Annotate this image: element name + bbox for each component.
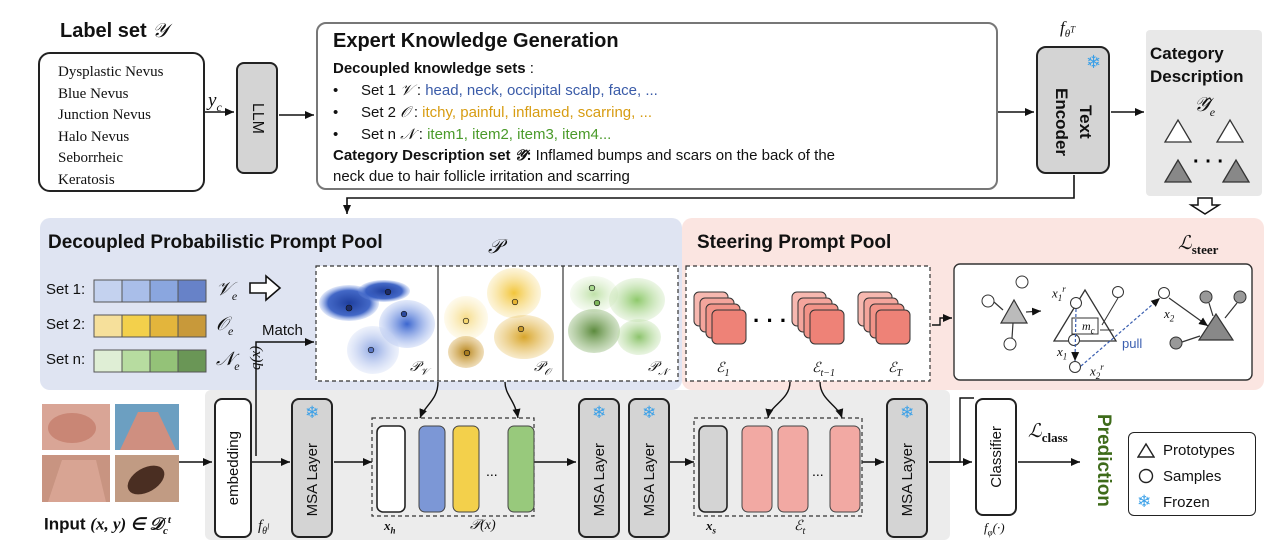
steer-pool-title: Steering Prompt Pool: [697, 232, 892, 253]
set-row-n: •Set n 𝒩 : item1, item2, item3, item4...: [333, 126, 612, 143]
xs-label: xs: [706, 518, 717, 536]
po-label: 𝒫𝒪: [534, 360, 551, 378]
svg-text:· · ·: · · ·: [753, 308, 787, 333]
pn-label: 𝒫𝒩: [648, 360, 668, 378]
msa-label: MSA Layer: [303, 443, 321, 517]
text-encoder-box: ❄ Encoder Text: [1036, 46, 1110, 174]
x2r-label: x2r: [1090, 362, 1104, 381]
P-label: 𝒫: [488, 236, 503, 258]
pv-label: 𝒫𝒱: [410, 360, 429, 378]
yc-label: yc: [208, 90, 222, 114]
et1-stack: [791, 291, 845, 345]
px-label: 𝒫(x): [470, 518, 496, 533]
msa-layer-1: ❄ MSA Layer: [291, 398, 333, 538]
legend-frozen: ❄ Frozen: [1137, 492, 1210, 511]
category-desc-line2: neck due to hair follicle irritation and…: [333, 168, 630, 185]
ne-label: 𝒩e: [216, 349, 240, 373]
snowflake-icon: ❄: [1137, 492, 1152, 511]
expert-knowledge-box: [316, 22, 998, 190]
classifier-box: Classifier: [975, 398, 1017, 516]
prediction-label: Prediction: [1093, 413, 1114, 507]
frozen-snowflake-icon: ❄: [1086, 52, 1102, 72]
knowledge-sets: •Set 1 𝒱 : head, neck, occipital scalp, …: [333, 80, 658, 146]
text-encoder-f-label: fθT: [1060, 18, 1076, 41]
legend-box: Prototypes Samples ❄ Frozen: [1128, 432, 1256, 516]
set-row-2: •Set 2 𝒪 : itchy, painful, inflamed, sca…: [333, 104, 652, 121]
category-description-title: Category Description: [1150, 44, 1244, 86]
x1-label: x1: [1057, 344, 1068, 362]
x2-label: x2: [1164, 306, 1175, 324]
label-item: Keratosis: [58, 171, 115, 188]
category-desc-line1: Category Description set 𝒴̂: Inflamed bu…: [333, 147, 835, 164]
e1-stack: [693, 291, 747, 345]
embedding-label: embedding: [224, 430, 242, 506]
et-label: ℰt: [794, 519, 806, 537]
label-item: Seborrheic: [58, 150, 123, 166]
class-loss: ℒclass: [1028, 421, 1068, 445]
svg-text:· · ·: · · ·: [1193, 151, 1224, 173]
xh-label: xh: [384, 518, 396, 536]
legend-samples: Samples: [1137, 463, 1255, 489]
svg-text:...: ...: [486, 463, 498, 479]
category-desc-symbol: 𝒴̂e: [1194, 94, 1216, 119]
label-item: Junction Nevus: [58, 107, 151, 123]
frozen-snowflake-icon: ❄: [900, 403, 915, 422]
expert-title: Expert Knowledge Generation: [333, 30, 619, 52]
match-label: Match: [262, 322, 303, 339]
x1r-label: x1r: [1052, 284, 1066, 303]
text-encoder-label: Encoder Text: [1052, 87, 1095, 157]
set-row-1: •Set 1 𝒱 : head, neck, occipital scalp, …: [333, 82, 658, 99]
e1-label: ℰ1: [716, 361, 730, 379]
eT-label: ℰT: [888, 361, 903, 379]
input-label: Input (x, y) ∈ 𝒟ct: [44, 514, 171, 538]
label-set-box: Dysplastic Nevus Blue Nevus Junction Nev…: [38, 52, 205, 192]
ne-boxes: [93, 349, 207, 373]
svg-text:...: ...: [812, 463, 824, 479]
pull-label: pull: [1122, 336, 1143, 351]
label-item: Halo Nevus: [58, 128, 130, 145]
prob-set2-label: Set 2:: [46, 316, 86, 333]
prob-setn-label: Set n:: [46, 351, 86, 368]
msa-layer-2: ❄ MSA Layer: [578, 398, 620, 538]
triangle-icon: [1137, 442, 1155, 458]
frozen-snowflake-icon: ❄: [642, 403, 657, 422]
prob-set1-label: Set 1:: [46, 281, 86, 298]
f-phi-label: fφ(·): [984, 520, 1005, 538]
legend-prototypes: Prototypes: [1137, 437, 1255, 463]
label-item: Blue Nevus: [58, 85, 129, 102]
decoupled-title: Decoupled knowledge sets :: [333, 60, 534, 77]
ve-label: 𝒱e: [216, 279, 238, 303]
et1-label: ℰt−1: [812, 361, 836, 379]
msa-label: MSA Layer: [590, 443, 608, 517]
label-item: Dysplastic Nevus: [58, 64, 164, 80]
frozen-snowflake-icon: ❄: [592, 403, 607, 422]
msa-label: MSA Layer: [898, 443, 916, 517]
category-description-panel: [1146, 30, 1262, 196]
msa-label: MSA Layer: [640, 443, 658, 517]
msa-layer-4: ❄ MSA Layer: [886, 398, 928, 538]
eT-stack: [857, 291, 911, 345]
f-theta-l: fθl: [258, 518, 270, 537]
frozen-snowflake-icon: ❄: [305, 403, 320, 422]
oe-boxes: [93, 314, 207, 338]
msa-layer-3: ❄ MSA Layer: [628, 398, 670, 538]
circle-icon: [1138, 468, 1154, 484]
embedding-box: embedding: [214, 398, 252, 538]
label-set-title: Label set 𝒴: [60, 20, 168, 42]
oe-label: 𝒪e: [216, 314, 234, 338]
steer-loss: ℒsteer: [1178, 233, 1219, 257]
ve-boxes: [93, 279, 207, 303]
classifier-label: Classifier: [987, 426, 1005, 488]
prob-pool-title: Decoupled Probabilistic Prompt Pool: [48, 232, 383, 253]
mc-label: mc: [1082, 319, 1095, 336]
